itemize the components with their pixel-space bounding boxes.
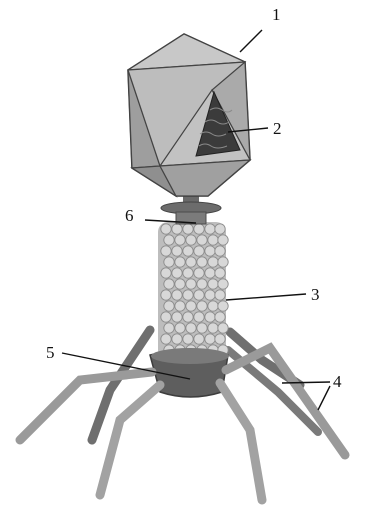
sheath-bead <box>186 301 196 311</box>
sheath-bead <box>161 290 171 300</box>
sheath-bead <box>183 312 193 322</box>
sheath-bead <box>183 224 193 234</box>
sheath-bead <box>208 235 218 245</box>
sheath-bead <box>183 268 193 278</box>
sheath-bead <box>197 257 207 267</box>
sheath-bead <box>208 257 218 267</box>
sheath-bead <box>194 224 204 234</box>
sheath-bead <box>215 290 225 300</box>
sheath-bead <box>164 235 174 245</box>
baseplate <box>150 348 229 397</box>
sheath-bead <box>164 323 174 333</box>
sheath-bead <box>205 312 215 322</box>
sheath-bead <box>161 334 171 344</box>
sheath-bead <box>197 323 207 333</box>
sheath-bead <box>218 235 228 245</box>
sheath-bead <box>208 301 218 311</box>
sheath-bead <box>218 257 228 267</box>
sheath-bead <box>175 301 185 311</box>
label-4: 4 <box>333 372 342 391</box>
sheath-bead <box>186 323 196 333</box>
sheath-bead <box>175 323 185 333</box>
sheath-bead <box>205 246 215 256</box>
sheath-bead <box>172 290 182 300</box>
collar <box>161 196 221 224</box>
sheath-bead <box>194 312 204 322</box>
sheath-bead <box>194 290 204 300</box>
label-6: 6 <box>125 206 134 225</box>
sheath-bead <box>161 312 171 322</box>
sheath-bead <box>183 290 193 300</box>
sheath-bead <box>172 312 182 322</box>
sheath-bead <box>183 246 193 256</box>
sheath-bead <box>172 224 182 234</box>
sheath-bead <box>164 279 174 289</box>
sheath-bead <box>172 246 182 256</box>
sheath-bead <box>183 334 193 344</box>
sheath-bead <box>218 301 228 311</box>
sheath-bead <box>215 312 225 322</box>
sheath-bead <box>205 290 215 300</box>
sheath-bead <box>194 268 204 278</box>
sheath-bead <box>194 334 204 344</box>
sheath-bead <box>208 279 218 289</box>
sheath-bead <box>215 268 225 278</box>
sheath-bead <box>161 224 171 234</box>
sheath-bead <box>205 268 215 278</box>
sheath-bead <box>197 235 207 245</box>
sheath-bead <box>164 301 174 311</box>
sheath-bead <box>164 257 174 267</box>
label-1: 1 <box>272 5 281 24</box>
sheath-bead <box>215 334 225 344</box>
sheath-bead <box>161 268 171 278</box>
label-5: 5 <box>46 343 55 362</box>
tail-sheath <box>158 222 228 360</box>
sheath-bead <box>197 279 207 289</box>
sheath-bead <box>215 224 225 234</box>
label-2: 2 <box>273 119 282 138</box>
sheath-bead <box>218 279 228 289</box>
sheath-bead <box>172 334 182 344</box>
sheath-bead <box>186 257 196 267</box>
sheath-bead <box>186 279 196 289</box>
label-3: 3 <box>311 285 320 304</box>
sheath-bead <box>218 323 228 333</box>
sheath-bead <box>175 279 185 289</box>
sheath-bead <box>205 224 215 234</box>
sheath-bead <box>197 301 207 311</box>
sheath-bead <box>194 246 204 256</box>
sheath-bead <box>161 246 171 256</box>
sheath-bead <box>175 235 185 245</box>
sheath-bead <box>172 268 182 278</box>
capsid-head <box>128 34 250 196</box>
sheath-bead <box>215 246 225 256</box>
sheath-bead <box>186 235 196 245</box>
sheath-bead <box>205 334 215 344</box>
sheath-bead <box>208 323 218 333</box>
sheath-bead <box>175 257 185 267</box>
